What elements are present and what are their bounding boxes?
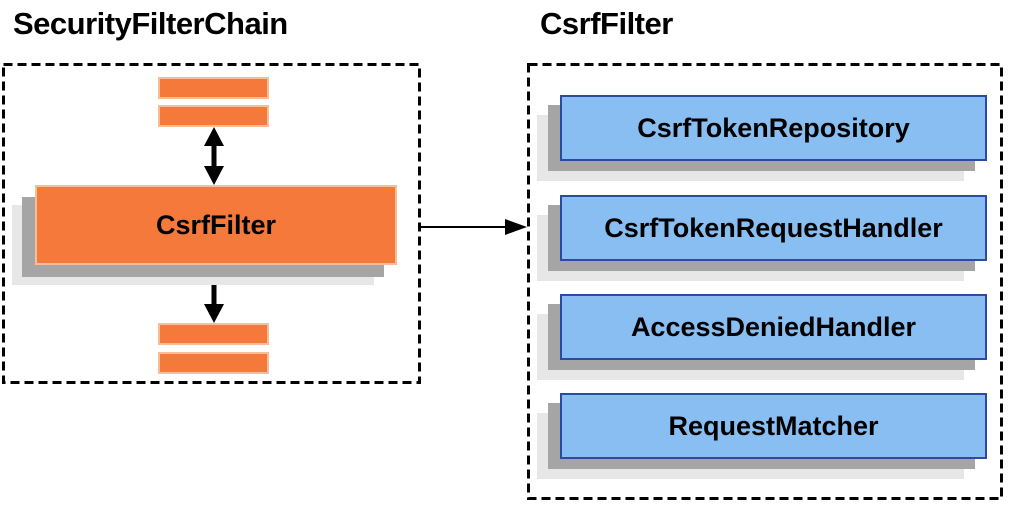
arrowhead-up-icon <box>204 127 224 146</box>
filter-stack-bar <box>158 77 269 99</box>
component-box-csrf-token-request-handler: CsrfTokenRequestHandler <box>560 195 987 261</box>
double-arrow-top <box>204 127 224 185</box>
filter-stack-bar <box>158 323 269 345</box>
csrf-filter-boundary <box>527 63 1003 500</box>
security-filter-chain-boundary <box>2 63 421 384</box>
security-filter-chain-title: SecurityFilterChain <box>13 6 288 41</box>
arrowhead-up-icon <box>204 266 224 285</box>
csrf-filter-title: CsrfFilter <box>540 6 673 41</box>
flow-arrow <box>421 219 527 235</box>
component-box-request-matcher: RequestMatcher <box>560 393 987 459</box>
arrowhead-down-icon <box>204 304 224 323</box>
arrowhead-right-icon <box>505 219 527 235</box>
component-box-access-denied-handler: AccessDeniedHandler <box>560 294 987 360</box>
csrf-filter-node: CsrfFilter <box>35 185 397 265</box>
arrowhead-down-icon <box>204 166 224 185</box>
double-arrow-bottom <box>204 266 224 323</box>
filter-stack-bar <box>158 352 269 374</box>
filter-stack-bar <box>158 105 269 127</box>
component-box-csrf-token-repository: CsrfTokenRepository <box>560 95 987 161</box>
